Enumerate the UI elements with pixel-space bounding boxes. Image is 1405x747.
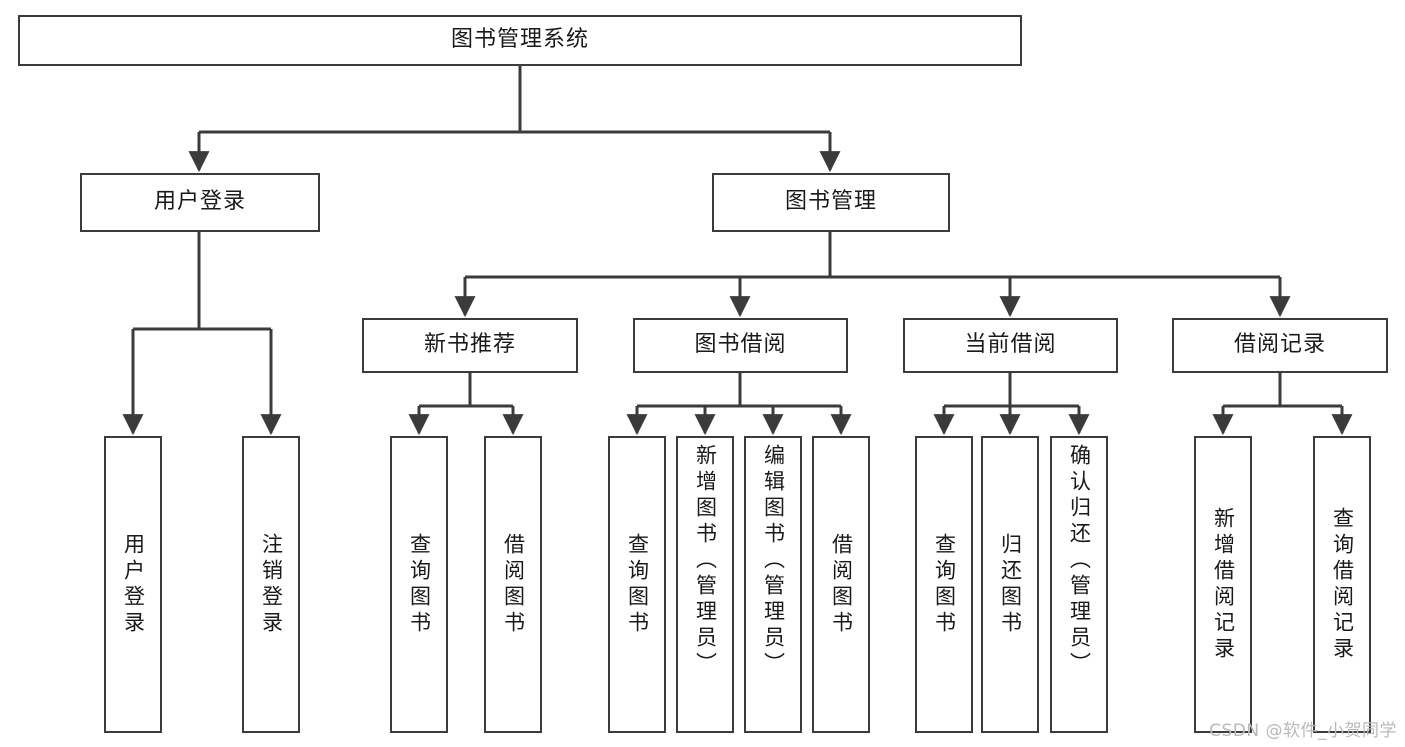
node-book-borrow-label: 图书借阅: [694, 332, 787, 358]
node-book-management-label: 图书管理: [784, 189, 877, 215]
node-leaf-borrow-book-1-label: 借阅图书: [501, 532, 526, 637]
node-leaf-borrow-book-2-label: 借阅图书: [829, 532, 854, 637]
node-leaf-add-book-label: 新增图书（管理员）: [693, 444, 718, 678]
node-leaf-add-record-label: 新增借阅记录: [1211, 506, 1236, 663]
node-leaf-user-login[interactable]: 用户登录: [104, 436, 162, 733]
node-leaf-query-record-label: 查询借阅记录: [1330, 506, 1355, 663]
node-leaf-add-book[interactable]: 新增图书（管理员）: [676, 436, 734, 733]
node-leaf-user-logout-label: 注销登录: [259, 532, 284, 637]
node-current-borrow[interactable]: 当前借阅: [903, 318, 1118, 373]
node-leaf-query-book-2-label: 查询图书: [625, 532, 650, 637]
node-leaf-query-book-1-label: 查询图书: [407, 532, 432, 637]
node-leaf-edit-book[interactable]: 编辑图书（管理员）: [744, 436, 802, 733]
node-user-login[interactable]: 用户登录: [80, 173, 320, 232]
node-leaf-return-book-label: 归还图书: [998, 532, 1023, 637]
node-leaf-return-book[interactable]: 归还图书: [981, 436, 1039, 733]
node-leaf-query-record[interactable]: 查询借阅记录: [1313, 436, 1371, 733]
node-leaf-query-book-2[interactable]: 查询图书: [608, 436, 666, 733]
node-leaf-borrow-book-1[interactable]: 借阅图书: [484, 436, 542, 733]
node-leaf-confirm-return[interactable]: 确认归还（管理员）: [1050, 436, 1108, 733]
node-root[interactable]: 图书管理系统: [18, 15, 1022, 66]
node-leaf-confirm-return-label: 确认归还（管理员）: [1067, 444, 1092, 678]
node-book-management[interactable]: 图书管理: [712, 173, 950, 232]
node-leaf-edit-book-label: 编辑图书（管理员）: [761, 444, 786, 678]
node-leaf-user-logout[interactable]: 注销登录: [242, 436, 300, 733]
node-book-borrow[interactable]: 图书借阅: [633, 318, 848, 373]
csdn-watermark: CSDN @软件_小贺同学: [1209, 721, 1397, 741]
node-leaf-query-book-1[interactable]: 查询图书: [390, 436, 448, 733]
node-leaf-borrow-book-2[interactable]: 借阅图书: [812, 436, 870, 733]
node-leaf-query-book-3-label: 查询图书: [932, 532, 957, 637]
node-leaf-query-book-3[interactable]: 查询图书: [915, 436, 973, 733]
node-new-book-recommend[interactable]: 新书推荐: [362, 318, 578, 373]
node-leaf-user-login-label: 用户登录: [121, 532, 146, 637]
node-new-book-recommend-label: 新书推荐: [423, 332, 516, 358]
node-borrow-record[interactable]: 借阅记录: [1172, 318, 1388, 373]
node-borrow-record-label: 借阅记录: [1233, 332, 1326, 358]
node-user-login-label: 用户登录: [153, 189, 246, 215]
node-leaf-add-record[interactable]: 新增借阅记录: [1194, 436, 1252, 733]
node-root-label: 图书管理系统: [450, 27, 589, 53]
node-current-borrow-label: 当前借阅: [964, 332, 1057, 358]
